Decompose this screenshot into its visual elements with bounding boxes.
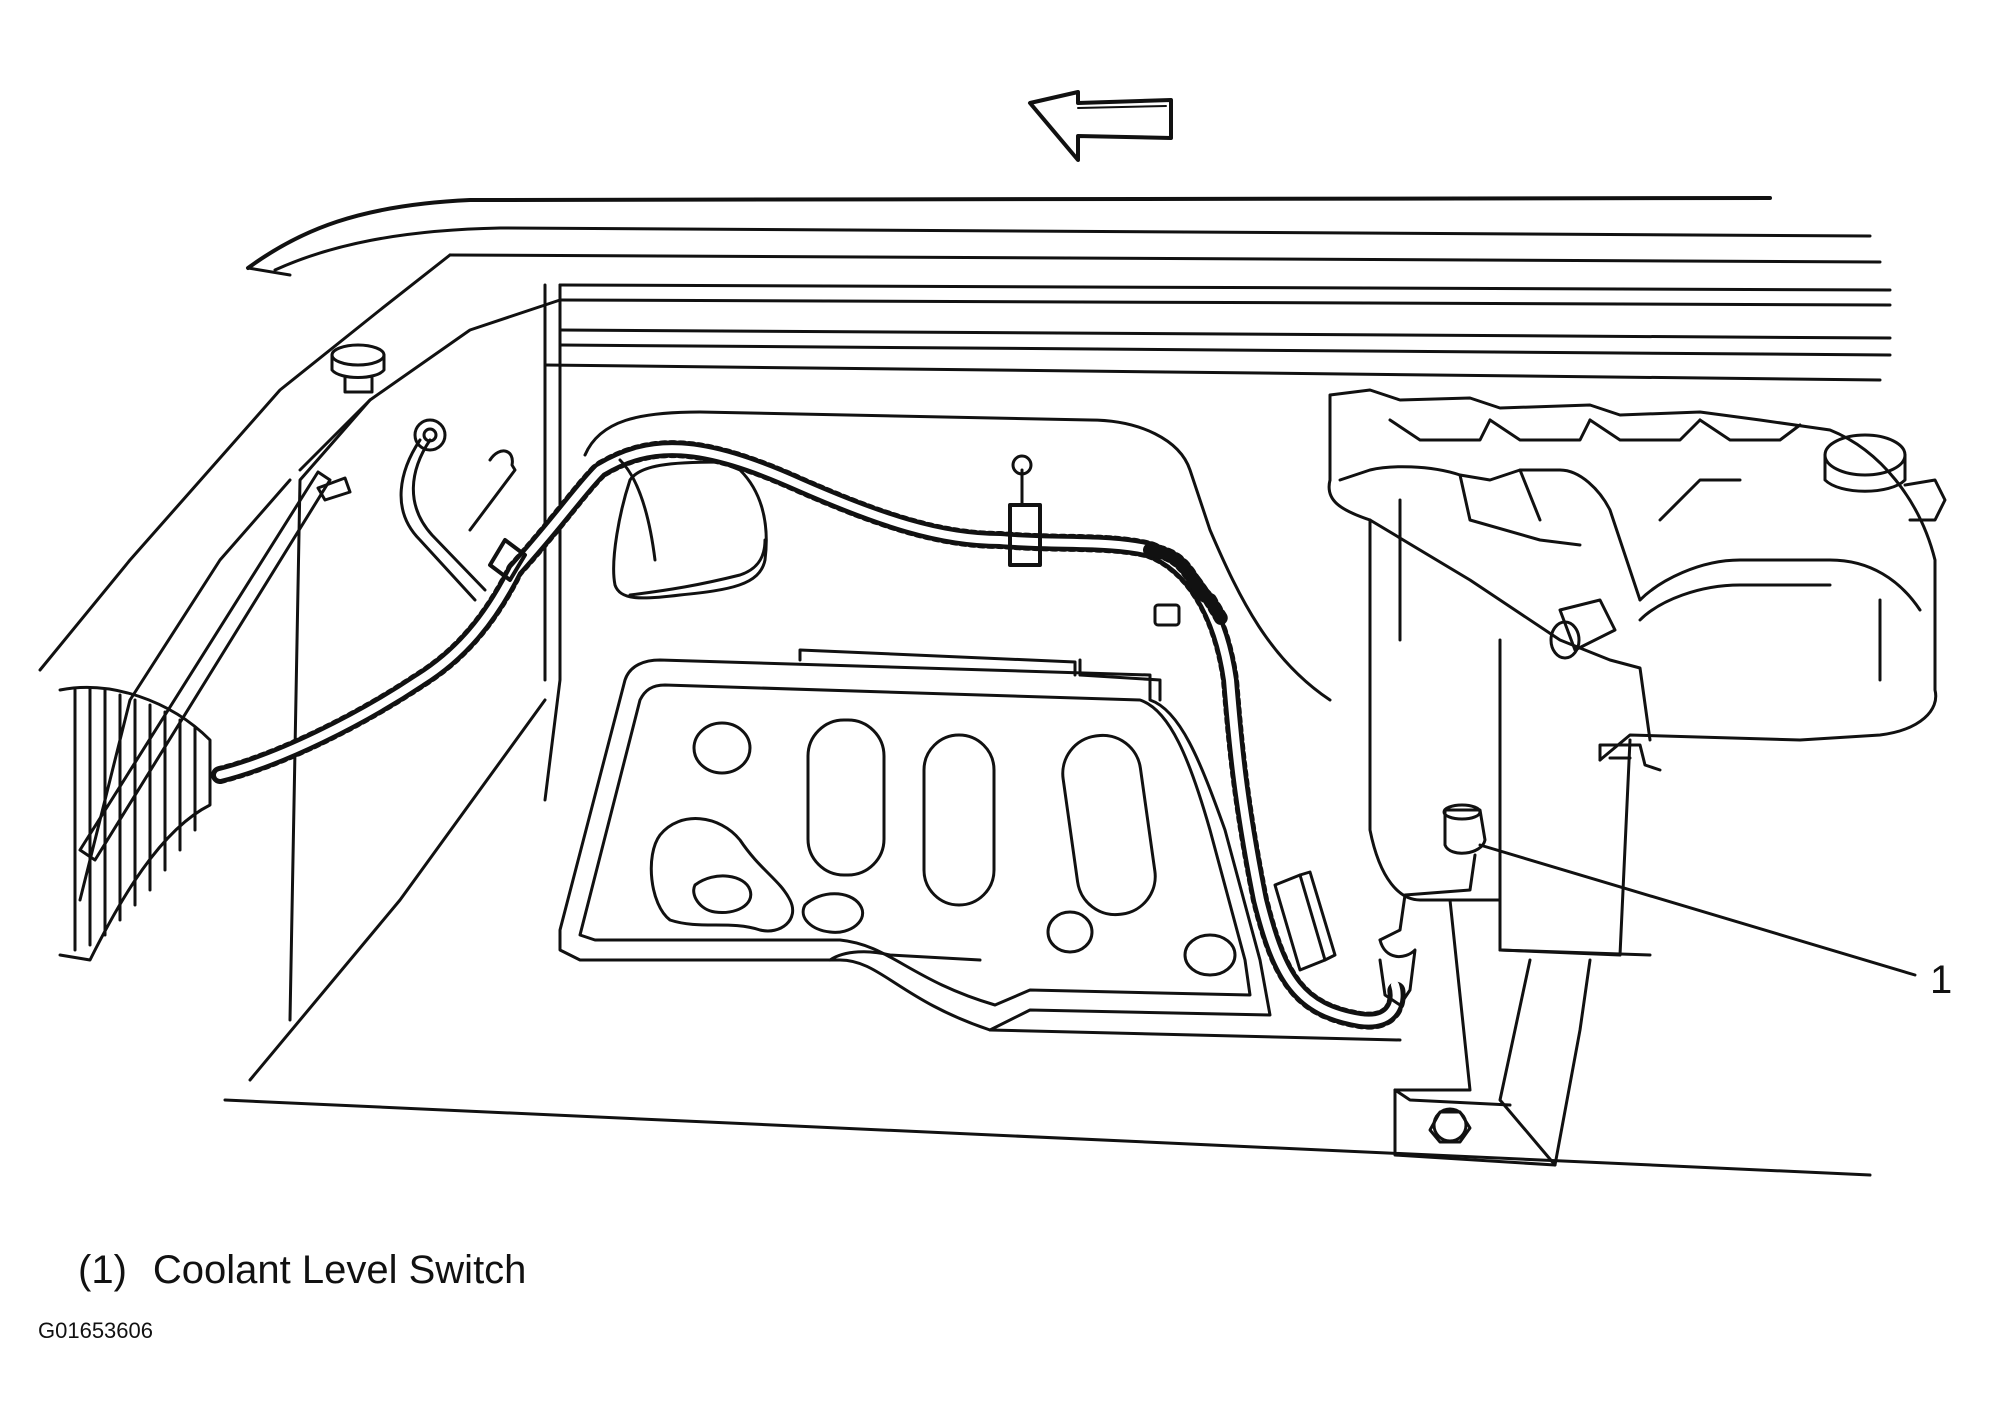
legend-text: Coolant Level Switch bbox=[152, 1248, 527, 1292]
callout-1-number: 1 bbox=[1930, 958, 1953, 1002]
hood-outline bbox=[246, 196, 1892, 382]
legend: (1) Coolant Level Switch bbox=[78, 1248, 526, 1293]
callout-1-leader bbox=[1478, 843, 1917, 977]
left-fender bbox=[38, 253, 562, 1082]
legend-marker: (1) bbox=[78, 1248, 127, 1292]
coolant-reservoir bbox=[1273, 388, 1947, 1167]
floor-lines bbox=[223, 1028, 1872, 1177]
corrugated-hose bbox=[58, 686, 212, 962]
forward-arrow-icon bbox=[1028, 90, 1173, 162]
battery-tray bbox=[558, 648, 1272, 1032]
radiator-support bbox=[583, 410, 1332, 702]
wiring-harness bbox=[211, 418, 1406, 1030]
figure-id: G01653606 bbox=[38, 1318, 153, 1343]
